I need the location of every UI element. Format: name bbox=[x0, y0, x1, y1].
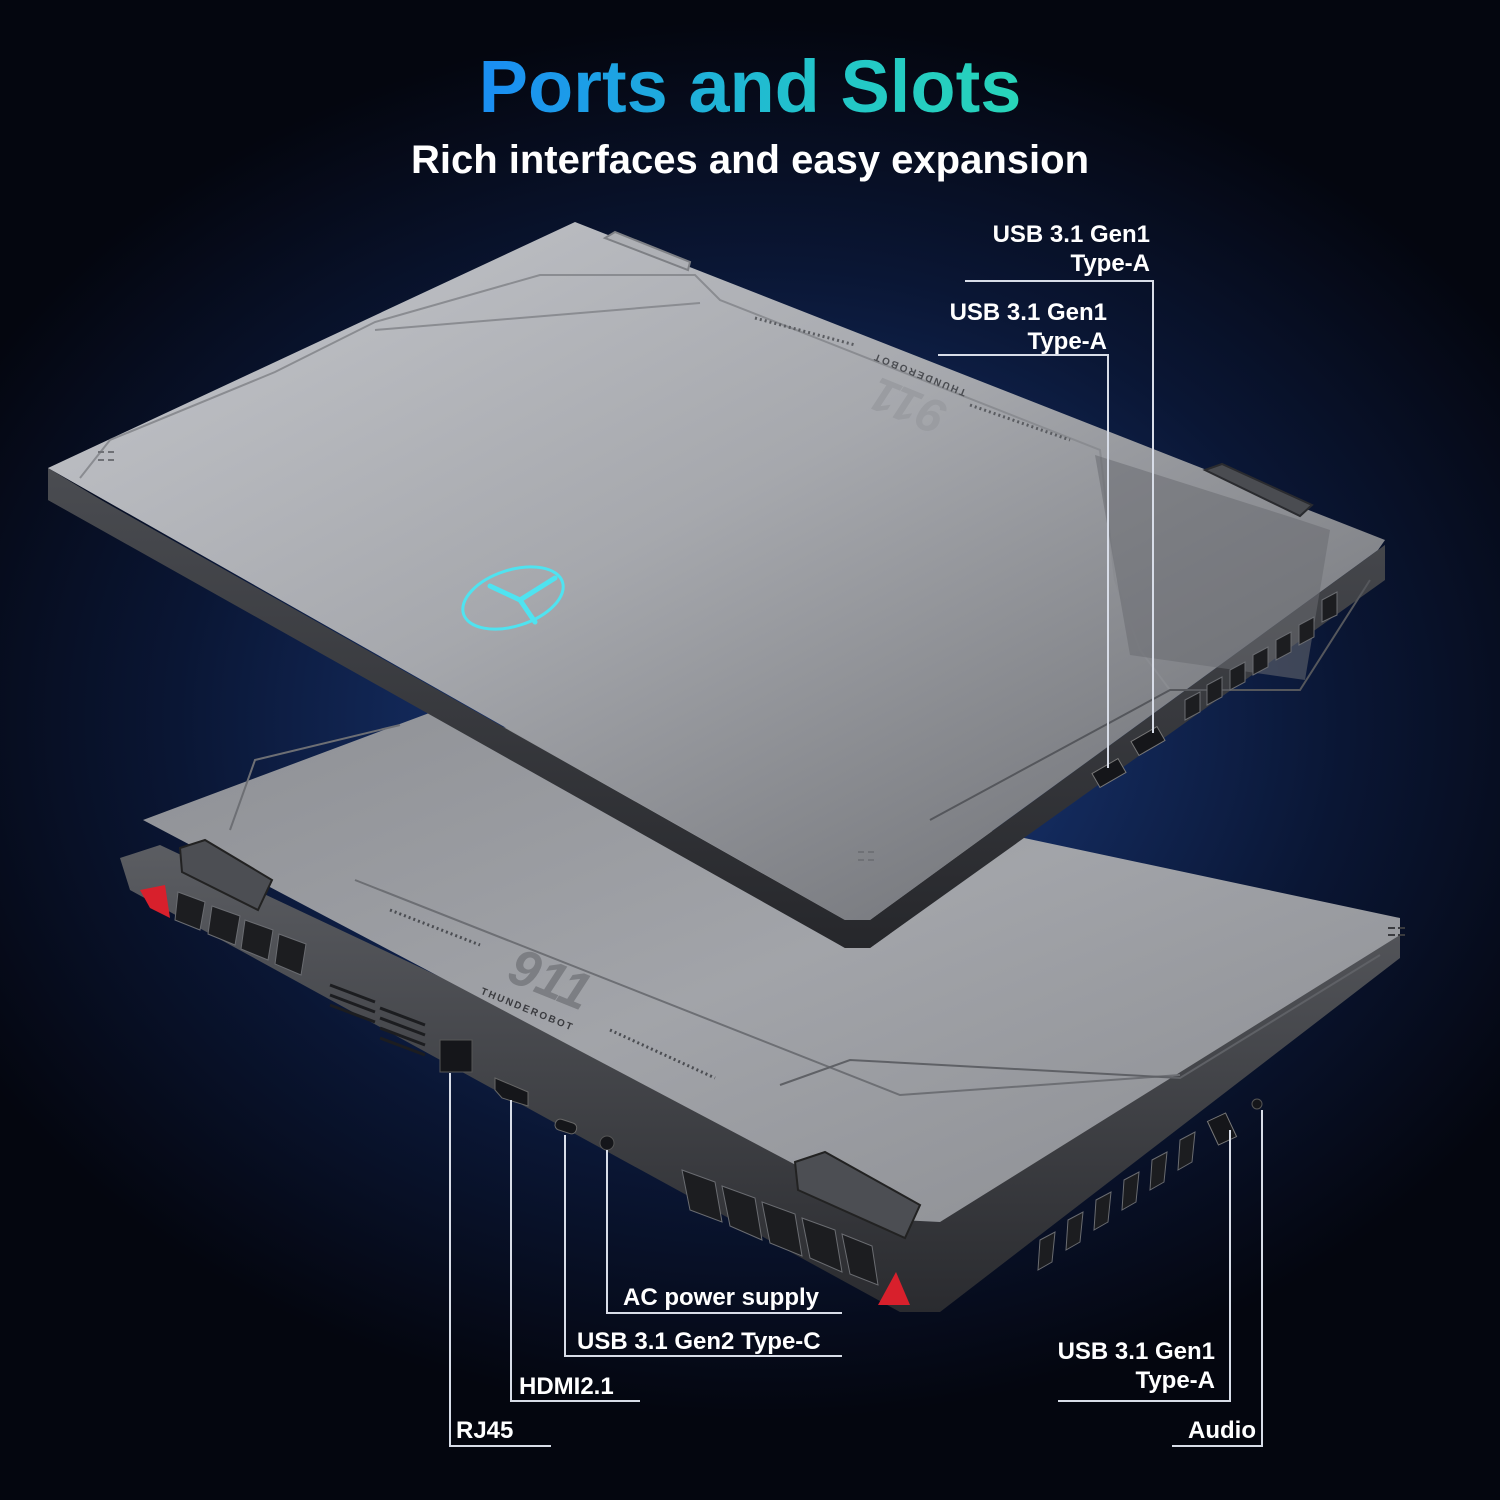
label-side-usb-a: USB 3.1 Gen1 Type-A bbox=[1020, 1337, 1215, 1395]
rear-vents-left bbox=[174, 891, 307, 976]
label-top-usb-a-2: USB 3.1 Gen1 Type-A bbox=[915, 298, 1107, 356]
rj45-port-icon bbox=[439, 1039, 473, 1073]
label-audio: Audio bbox=[1188, 1417, 1256, 1444]
label-line: USB 3.1 Gen1 bbox=[992, 221, 1150, 248]
label-line: USB 3.1 Gen1 bbox=[1057, 1338, 1215, 1365]
hdmi-port-icon bbox=[494, 1077, 529, 1107]
label-hdmi: HDMI2.1 bbox=[519, 1373, 614, 1400]
label-line: USB 3.1 Gen1 bbox=[949, 299, 1107, 326]
right-hinge bbox=[793, 1150, 922, 1240]
page-subtitle: Rich interfaces and easy expansion bbox=[410, 138, 1090, 182]
label-ac-power-supply: AC power supply bbox=[623, 1284, 820, 1311]
callout-line-rj45 bbox=[449, 1073, 551, 1447]
callout-line-usb-c bbox=[564, 1135, 842, 1357]
callout-line-audio bbox=[1172, 1110, 1263, 1447]
callout-line-side-usb bbox=[1058, 1130, 1231, 1402]
red-accent-right-icon bbox=[878, 1272, 910, 1305]
callout-line-top-usb-1 bbox=[965, 280, 1154, 733]
label-line: Type-A bbox=[1027, 328, 1107, 355]
top-side-vents bbox=[1184, 591, 1338, 721]
top-right-hinge bbox=[1202, 462, 1314, 518]
label-usb-c: USB 3.1 Gen2 Type-C bbox=[577, 1328, 821, 1355]
page-title: Ports and Slots bbox=[0, 44, 1500, 129]
callout-line-top-usb-2 bbox=[938, 354, 1109, 768]
side-usb-a-port-icon bbox=[1206, 1112, 1238, 1146]
top-laptop-lid bbox=[48, 222, 1385, 920]
left-hinge bbox=[178, 838, 274, 912]
top-usb-a-port-2-icon bbox=[1130, 725, 1166, 757]
top-usb-a-port-1-icon bbox=[1091, 757, 1127, 789]
bottom-laptop: 911 THUNDEROBOT bbox=[120, 712, 1405, 1312]
red-accent-left-icon bbox=[140, 885, 170, 918]
callout-line-ac-power bbox=[606, 1150, 842, 1314]
corner-mark-icon bbox=[1388, 927, 1405, 936]
label-line: Type-A bbox=[1135, 1367, 1215, 1394]
thunderobot-logo-icon bbox=[461, 565, 565, 631]
bottom-laptop-rear-body bbox=[120, 845, 1400, 1312]
audio-jack-icon bbox=[1251, 1098, 1263, 1110]
side-vents bbox=[1037, 1131, 1196, 1271]
label-top-usb-a-1: USB 3.1 Gen1 Type-A bbox=[960, 220, 1150, 278]
rear-slats bbox=[329, 983, 426, 1057]
callout-lines bbox=[449, 280, 1263, 1447]
rear-vents-right bbox=[681, 1169, 879, 1286]
usb-c-port-icon bbox=[554, 1118, 578, 1135]
corner-mark-icon bbox=[98, 451, 874, 861]
top-left-hinge bbox=[602, 230, 692, 272]
dc-power-port-icon bbox=[599, 1135, 615, 1151]
bottom-laptop-lid bbox=[143, 712, 1400, 1222]
label-line: Type-A bbox=[1070, 250, 1150, 277]
label-rj45: RJ45 bbox=[456, 1417, 514, 1444]
callout-line-hdmi bbox=[510, 1100, 640, 1402]
